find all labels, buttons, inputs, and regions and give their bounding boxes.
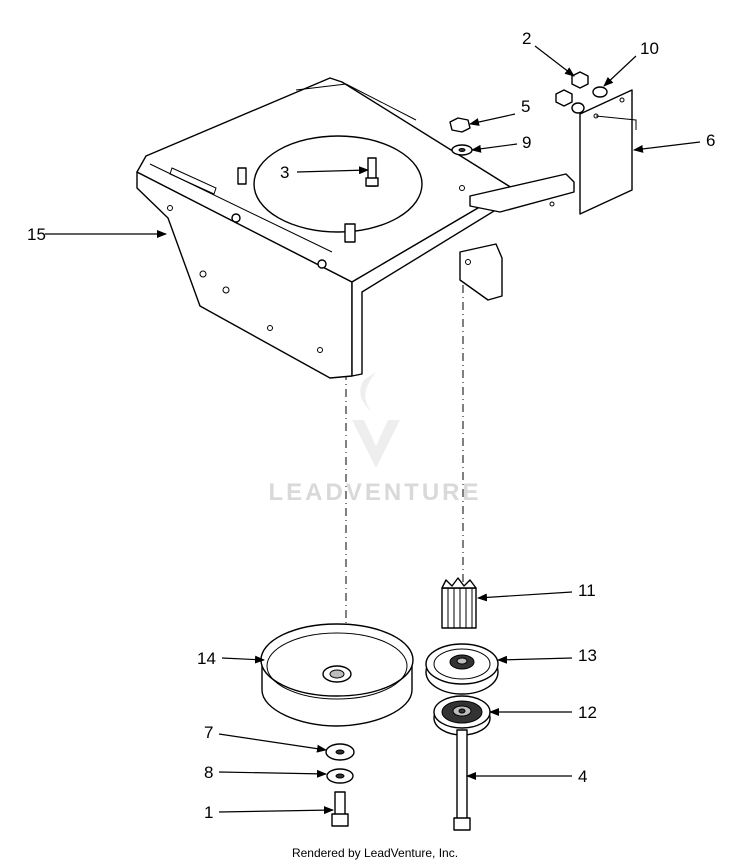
callout-4: 4: [578, 767, 587, 786]
callout-15: 15: [27, 225, 46, 244]
part-12-idler-pulley: [433, 695, 491, 736]
callout-2: 2: [522, 29, 531, 48]
part-6-plate: [579, 89, 637, 215]
callout-14: 14: [197, 649, 216, 668]
callout-9: 9: [522, 133, 531, 152]
leader-lines: [45, 45, 701, 815]
part-9-washer: [451, 144, 473, 156]
callout-13: 13: [578, 646, 597, 665]
part-5-nut: [449, 117, 471, 133]
part-8-washer: [326, 768, 354, 784]
callout-labels: 15 2 10 3 5 9 6 11 13 12 4 14 7 8 1: [27, 29, 715, 822]
part-2-screws: [555, 71, 589, 107]
watermark-flame-logo: [352, 372, 400, 468]
callout-10: 10: [640, 39, 659, 58]
part-7-washer: [325, 743, 355, 761]
callout-8: 8: [204, 763, 213, 782]
callout-6: 6: [706, 131, 715, 150]
leadventure-watermark: LEADVENTURE: [268, 372, 481, 506]
callout-12: 12: [578, 703, 597, 722]
callout-5: 5: [521, 97, 530, 116]
callout-7: 7: [204, 723, 213, 742]
callout-3: 3: [280, 163, 289, 182]
callout-11: 11: [578, 581, 596, 600]
part-4-long-bolt: [453, 729, 471, 831]
footer-credit: Rendered by LeadVenture, Inc.: [292, 846, 458, 860]
part-14-large-pulley: [260, 623, 414, 727]
watermark-text: LEADVENTURE: [268, 479, 481, 506]
part-15-mounting-bracket: [136, 77, 575, 379]
part-10-washers: [571, 86, 608, 114]
part-11-splined-hub: [441, 577, 477, 629]
callout-1: 1: [204, 803, 213, 822]
part-3-bolt: [365, 157, 379, 187]
part-13-idler-pulley: [425, 643, 499, 695]
part-1-short-bolt: [331, 791, 349, 827]
